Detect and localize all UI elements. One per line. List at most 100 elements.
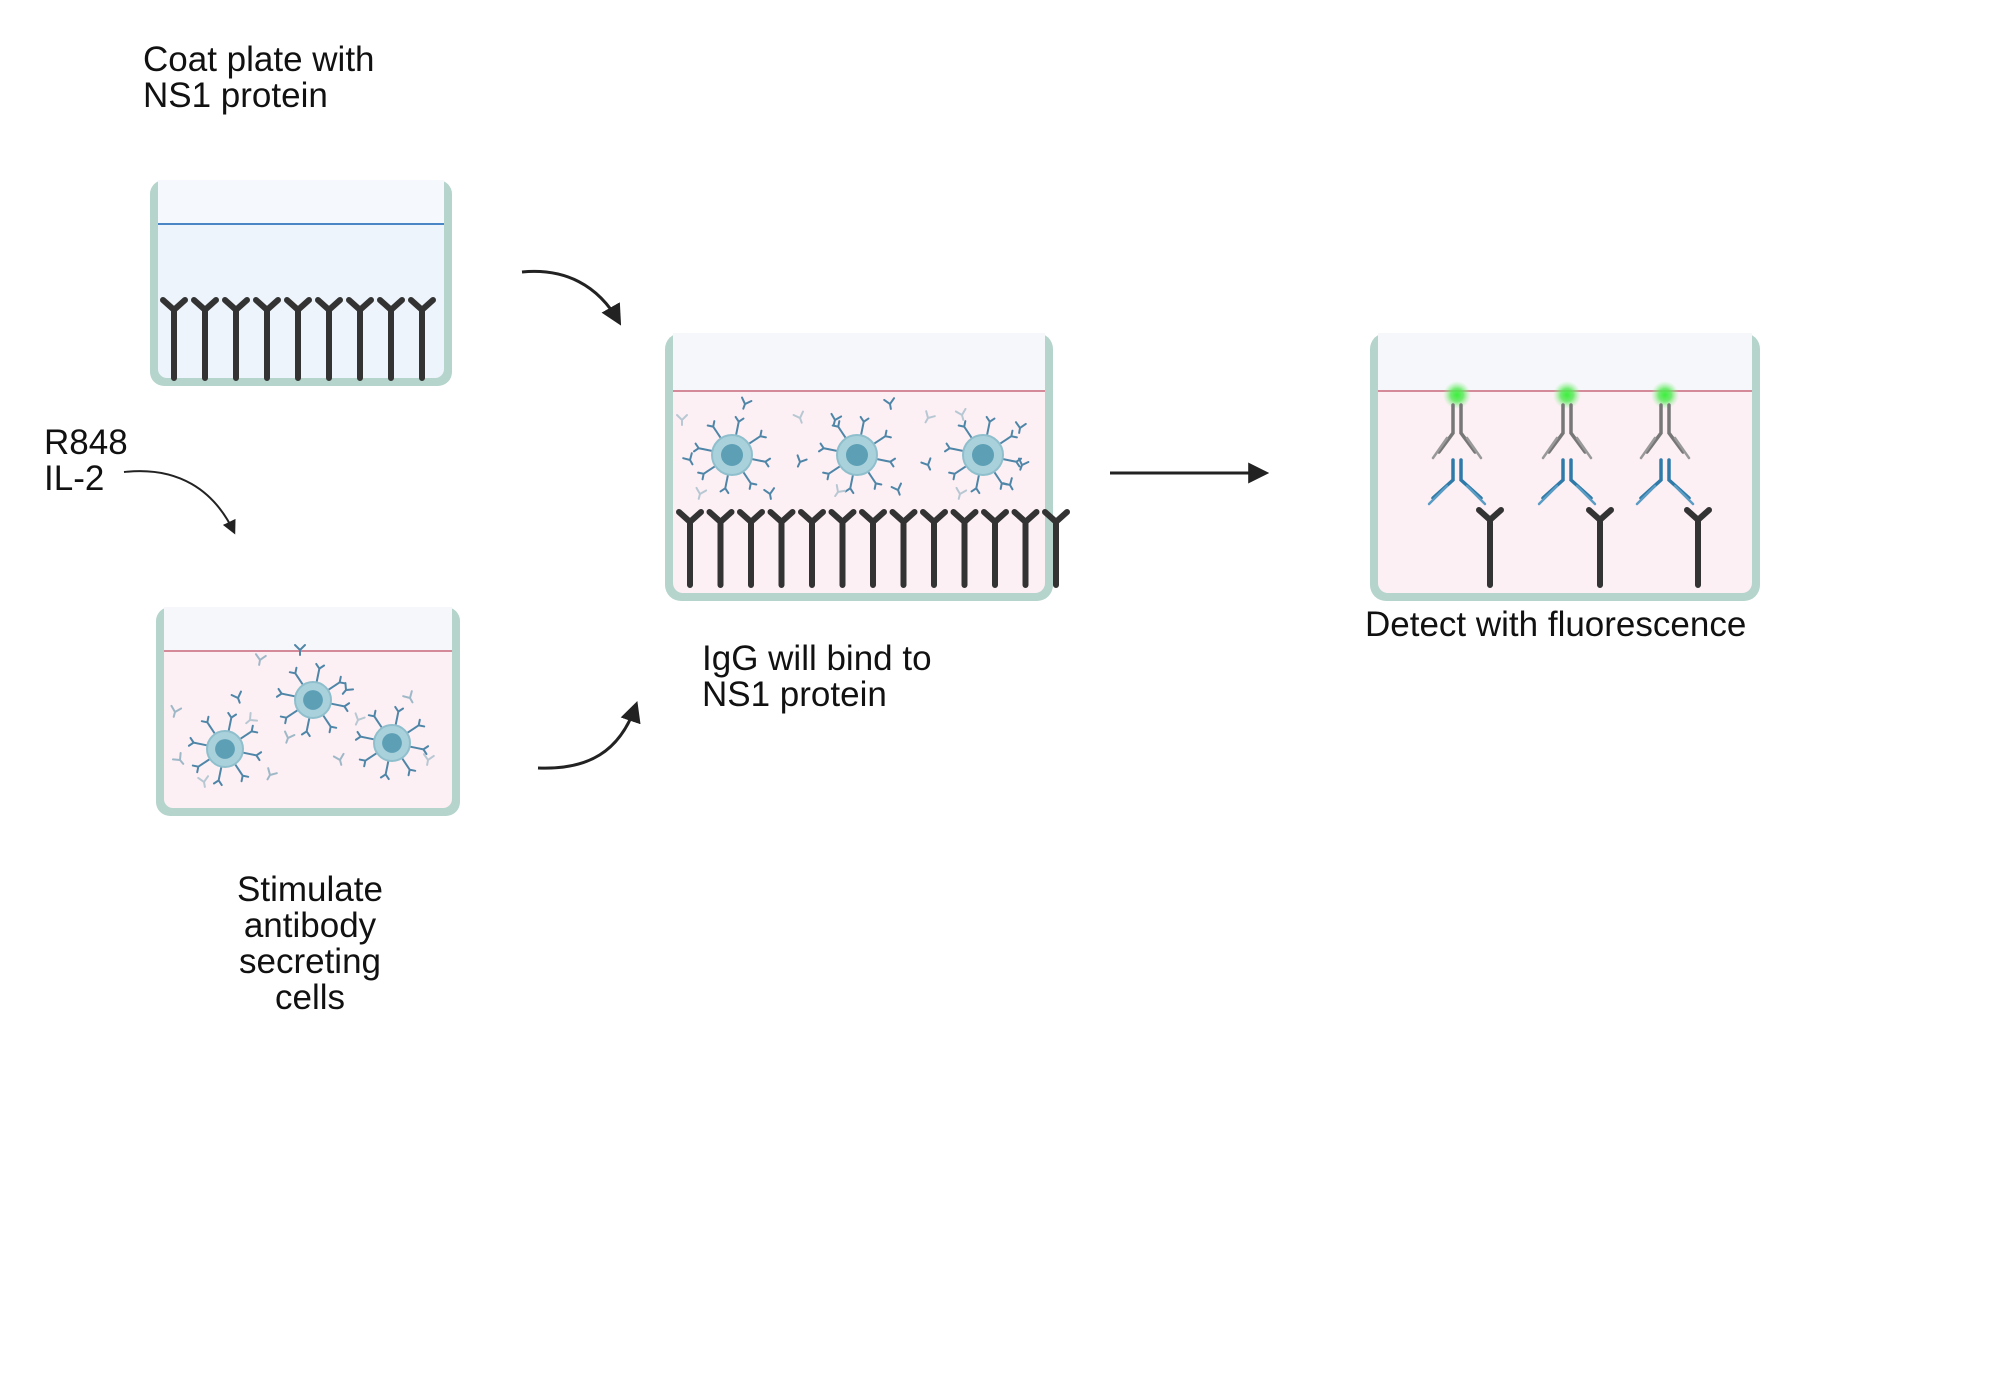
ns1-antigen-row bbox=[676, 509, 1070, 588]
antibody-icon bbox=[890, 482, 902, 496]
antibody-icon bbox=[367, 709, 378, 721]
y-antigen-icon bbox=[284, 297, 312, 381]
antibody-icon bbox=[954, 407, 967, 421]
antibody-icon bbox=[830, 412, 843, 426]
detect-label: Detect with fluorescence bbox=[1365, 605, 1747, 644]
antibody-icon bbox=[957, 420, 968, 431]
antibody-icon bbox=[288, 666, 299, 678]
antibody-icon bbox=[831, 420, 842, 431]
stimuli-label: R848 IL-2 bbox=[44, 425, 128, 497]
y-antigen-icon bbox=[1586, 507, 1614, 588]
y-antigen-icon bbox=[798, 509, 826, 588]
ns1-antigen-row bbox=[160, 297, 436, 381]
antibody-icon bbox=[187, 736, 199, 747]
b-cell-icon bbox=[187, 711, 263, 787]
y-antigen-icon bbox=[828, 509, 857, 588]
stimulus-il2: IL-2 bbox=[44, 459, 105, 498]
y-antigen-icon bbox=[160, 297, 188, 381]
antibody-icon bbox=[279, 714, 291, 725]
binding-well bbox=[665, 333, 1070, 601]
y-antigen-icon bbox=[889, 509, 918, 588]
antibody-icon bbox=[796, 454, 808, 468]
antibody-icon bbox=[254, 653, 267, 666]
secondary-antibody-icon bbox=[1541, 403, 1593, 460]
b-cell-icon bbox=[692, 415, 772, 495]
antibody-icon bbox=[697, 470, 708, 481]
antibody-icon bbox=[706, 420, 717, 431]
antibody-icon bbox=[1018, 457, 1030, 471]
stimulate-line-3: secreting bbox=[238, 942, 382, 981]
antibody-icon bbox=[300, 726, 311, 738]
antibody-icon bbox=[676, 414, 688, 426]
y-antigen-icon bbox=[408, 297, 436, 381]
y-antigen-icon bbox=[676, 509, 704, 588]
antibody-icon bbox=[985, 415, 996, 427]
y-antigen-icon bbox=[191, 297, 219, 381]
coat-line-1: Coat plate with bbox=[143, 40, 375, 79]
antibody-icon bbox=[1537, 458, 1597, 506]
antibody-icon bbox=[247, 724, 259, 735]
antibody-icon bbox=[763, 487, 776, 500]
antibody-icon bbox=[197, 775, 210, 788]
antibody-icon bbox=[230, 690, 242, 704]
stimulate-label: Stimulate antibody secreting cells bbox=[210, 872, 410, 1016]
antibody-icon bbox=[741, 396, 753, 410]
fluorescence-glow-icon bbox=[1651, 381, 1679, 409]
antibody-icon bbox=[920, 457, 932, 471]
antibody-icon bbox=[379, 769, 390, 781]
antibody-icon bbox=[191, 763, 203, 774]
stimulation-well bbox=[156, 607, 460, 816]
antibody-icon bbox=[1635, 458, 1695, 506]
y-antigen-icon bbox=[920, 509, 948, 588]
antibody-icon bbox=[948, 470, 959, 481]
antibody-icon bbox=[339, 702, 351, 713]
b-cell-icon bbox=[943, 415, 1023, 495]
secondary-antibody-icon bbox=[1639, 403, 1691, 460]
y-antigen-icon bbox=[253, 297, 281, 381]
y-antigen-icon bbox=[1042, 509, 1070, 588]
antibody-icon bbox=[881, 429, 892, 440]
y-antigen-icon bbox=[859, 509, 887, 588]
bind-label: IgG will bind to NS1 protein bbox=[702, 641, 932, 713]
y-antigen-icon bbox=[1684, 507, 1712, 588]
antibody-icon bbox=[885, 457, 897, 468]
antibody-icon bbox=[734, 415, 745, 427]
antibody-icon bbox=[1014, 421, 1027, 434]
antibody-icon bbox=[834, 484, 846, 498]
antibody-icon bbox=[212, 775, 223, 787]
antibody-icon bbox=[227, 711, 238, 723]
antibody-icon bbox=[418, 745, 430, 756]
y-antigen-icon bbox=[222, 297, 250, 381]
antibody-icon bbox=[327, 722, 338, 734]
antibody-icon bbox=[335, 675, 347, 686]
y-antigen-icon bbox=[1011, 509, 1040, 588]
antibody-icon bbox=[354, 730, 366, 741]
detection-complex-icon bbox=[1427, 381, 1504, 588]
detection-complex-icon bbox=[1635, 381, 1712, 588]
antibody-icon bbox=[251, 751, 263, 762]
antibody-icon bbox=[170, 704, 183, 718]
antibody-icon bbox=[760, 457, 772, 468]
antibody-icon bbox=[402, 690, 414, 704]
stimulate-line-2: antibody bbox=[243, 906, 377, 945]
antibody-icon bbox=[695, 486, 708, 500]
antibody-icon bbox=[859, 415, 870, 427]
b-cell-icon bbox=[354, 705, 430, 781]
stimulus-r848: R848 bbox=[44, 423, 128, 462]
stimulate-line-4: cells bbox=[274, 978, 346, 1017]
antibody-icon bbox=[756, 429, 767, 440]
bind-line-1: IgG will bind to bbox=[702, 639, 932, 678]
antibody-icon bbox=[394, 705, 405, 717]
stimulate-line-1: Stimulate bbox=[237, 870, 383, 909]
antibody-icon bbox=[294, 644, 306, 656]
antibody-icon bbox=[1427, 458, 1487, 506]
antibody-icon bbox=[817, 442, 829, 453]
coat-plate-label: Coat plate with NS1 protein bbox=[143, 42, 375, 114]
b-cell-group bbox=[170, 644, 435, 788]
antibody-icon bbox=[943, 442, 955, 453]
antibody-icon bbox=[266, 767, 278, 781]
detection-well bbox=[1370, 333, 1760, 601]
antibody-icon bbox=[844, 483, 855, 495]
curved-arrow-icon bbox=[521, 269, 622, 326]
bind-line-2: NS1 protein bbox=[702, 675, 887, 714]
